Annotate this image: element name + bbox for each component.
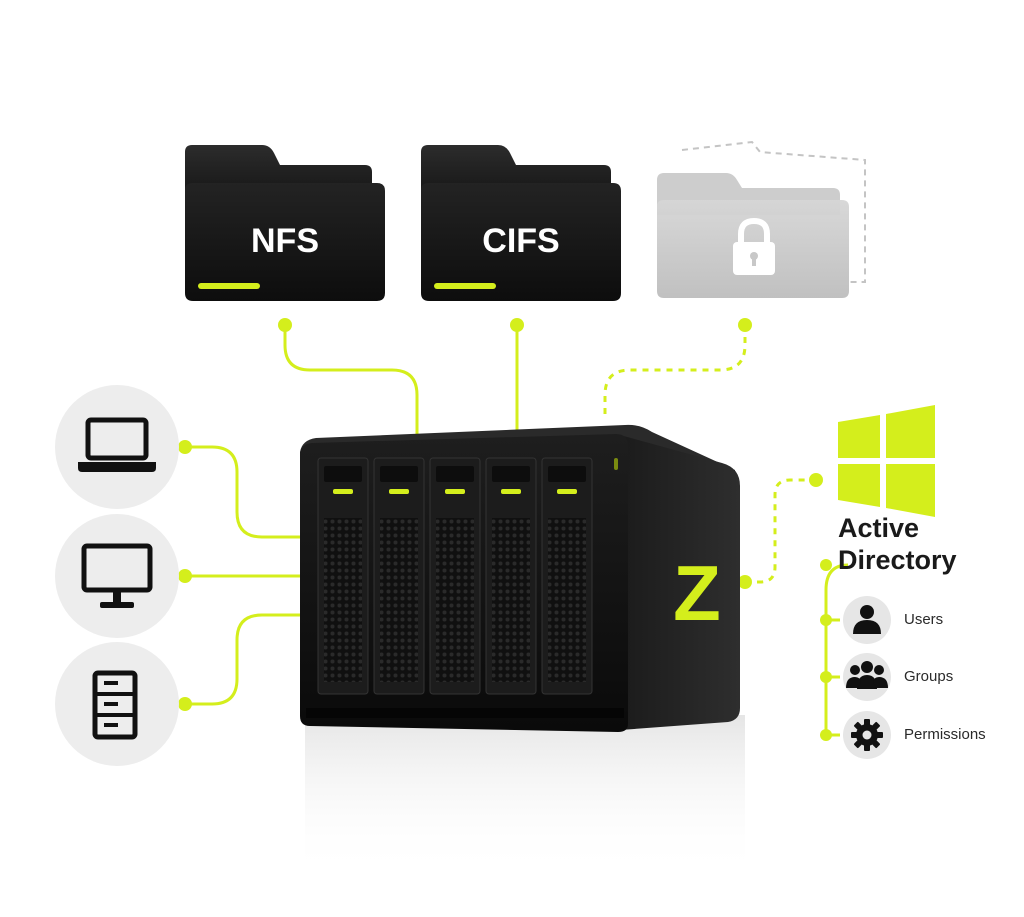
drive-bay: [373, 457, 425, 695]
ad-item-groups: [843, 653, 891, 701]
ad-connector: [745, 478, 815, 584]
padlock-icon: [733, 217, 775, 275]
server-icon: [92, 670, 138, 740]
ad-permissions-label: Permissions: [904, 726, 986, 743]
ad-tree-line: [824, 563, 849, 737]
connector-dots: [178, 318, 832, 741]
ad-item-permissions: [843, 711, 891, 759]
group-icon: [846, 661, 888, 689]
active-directory-title: Active Directory: [838, 512, 957, 576]
active-directory-title-line2: Directory: [838, 545, 957, 575]
nfs-folder: [185, 145, 385, 301]
user-icon: [853, 605, 881, 634]
locked-folder: [657, 140, 866, 298]
monitor-icon: [81, 543, 153, 608]
drive-bay: [429, 457, 481, 695]
drive-bay: [485, 457, 537, 695]
locked-share-connector: [603, 325, 747, 420]
laptop-icon: [78, 417, 156, 472]
client-monitor: [55, 514, 179, 638]
drive-bay-led: [445, 489, 465, 494]
cifs-folder: [421, 145, 621, 301]
drive-bays: [317, 457, 593, 695]
windows-logo-icon: [838, 405, 935, 517]
nas-logo: Z: [673, 549, 721, 637]
drive-bay: [541, 457, 593, 695]
ad-users-label: Users: [904, 611, 944, 628]
gear-icon: [851, 719, 883, 751]
drive-bay: [317, 457, 369, 695]
drive-bay-led: [389, 489, 409, 494]
nfs-folder-label: NFS: [251, 222, 319, 260]
client-server: [55, 642, 179, 766]
nfs-connector: [283, 325, 419, 440]
cifs-folder-label: CIFS: [482, 222, 560, 260]
client-laptop: [55, 385, 179, 509]
active-directory-title-line1: Active: [838, 513, 920, 543]
ad-item-users: [843, 596, 891, 644]
drive-bay-led: [501, 489, 521, 494]
laptop-connector: [185, 445, 300, 539]
drive-bay-led: [333, 489, 353, 494]
connection-lines: [185, 325, 849, 737]
server-connector: [185, 613, 300, 706]
ad-groups-label: Groups: [904, 668, 954, 685]
drive-bay-led: [557, 489, 577, 494]
